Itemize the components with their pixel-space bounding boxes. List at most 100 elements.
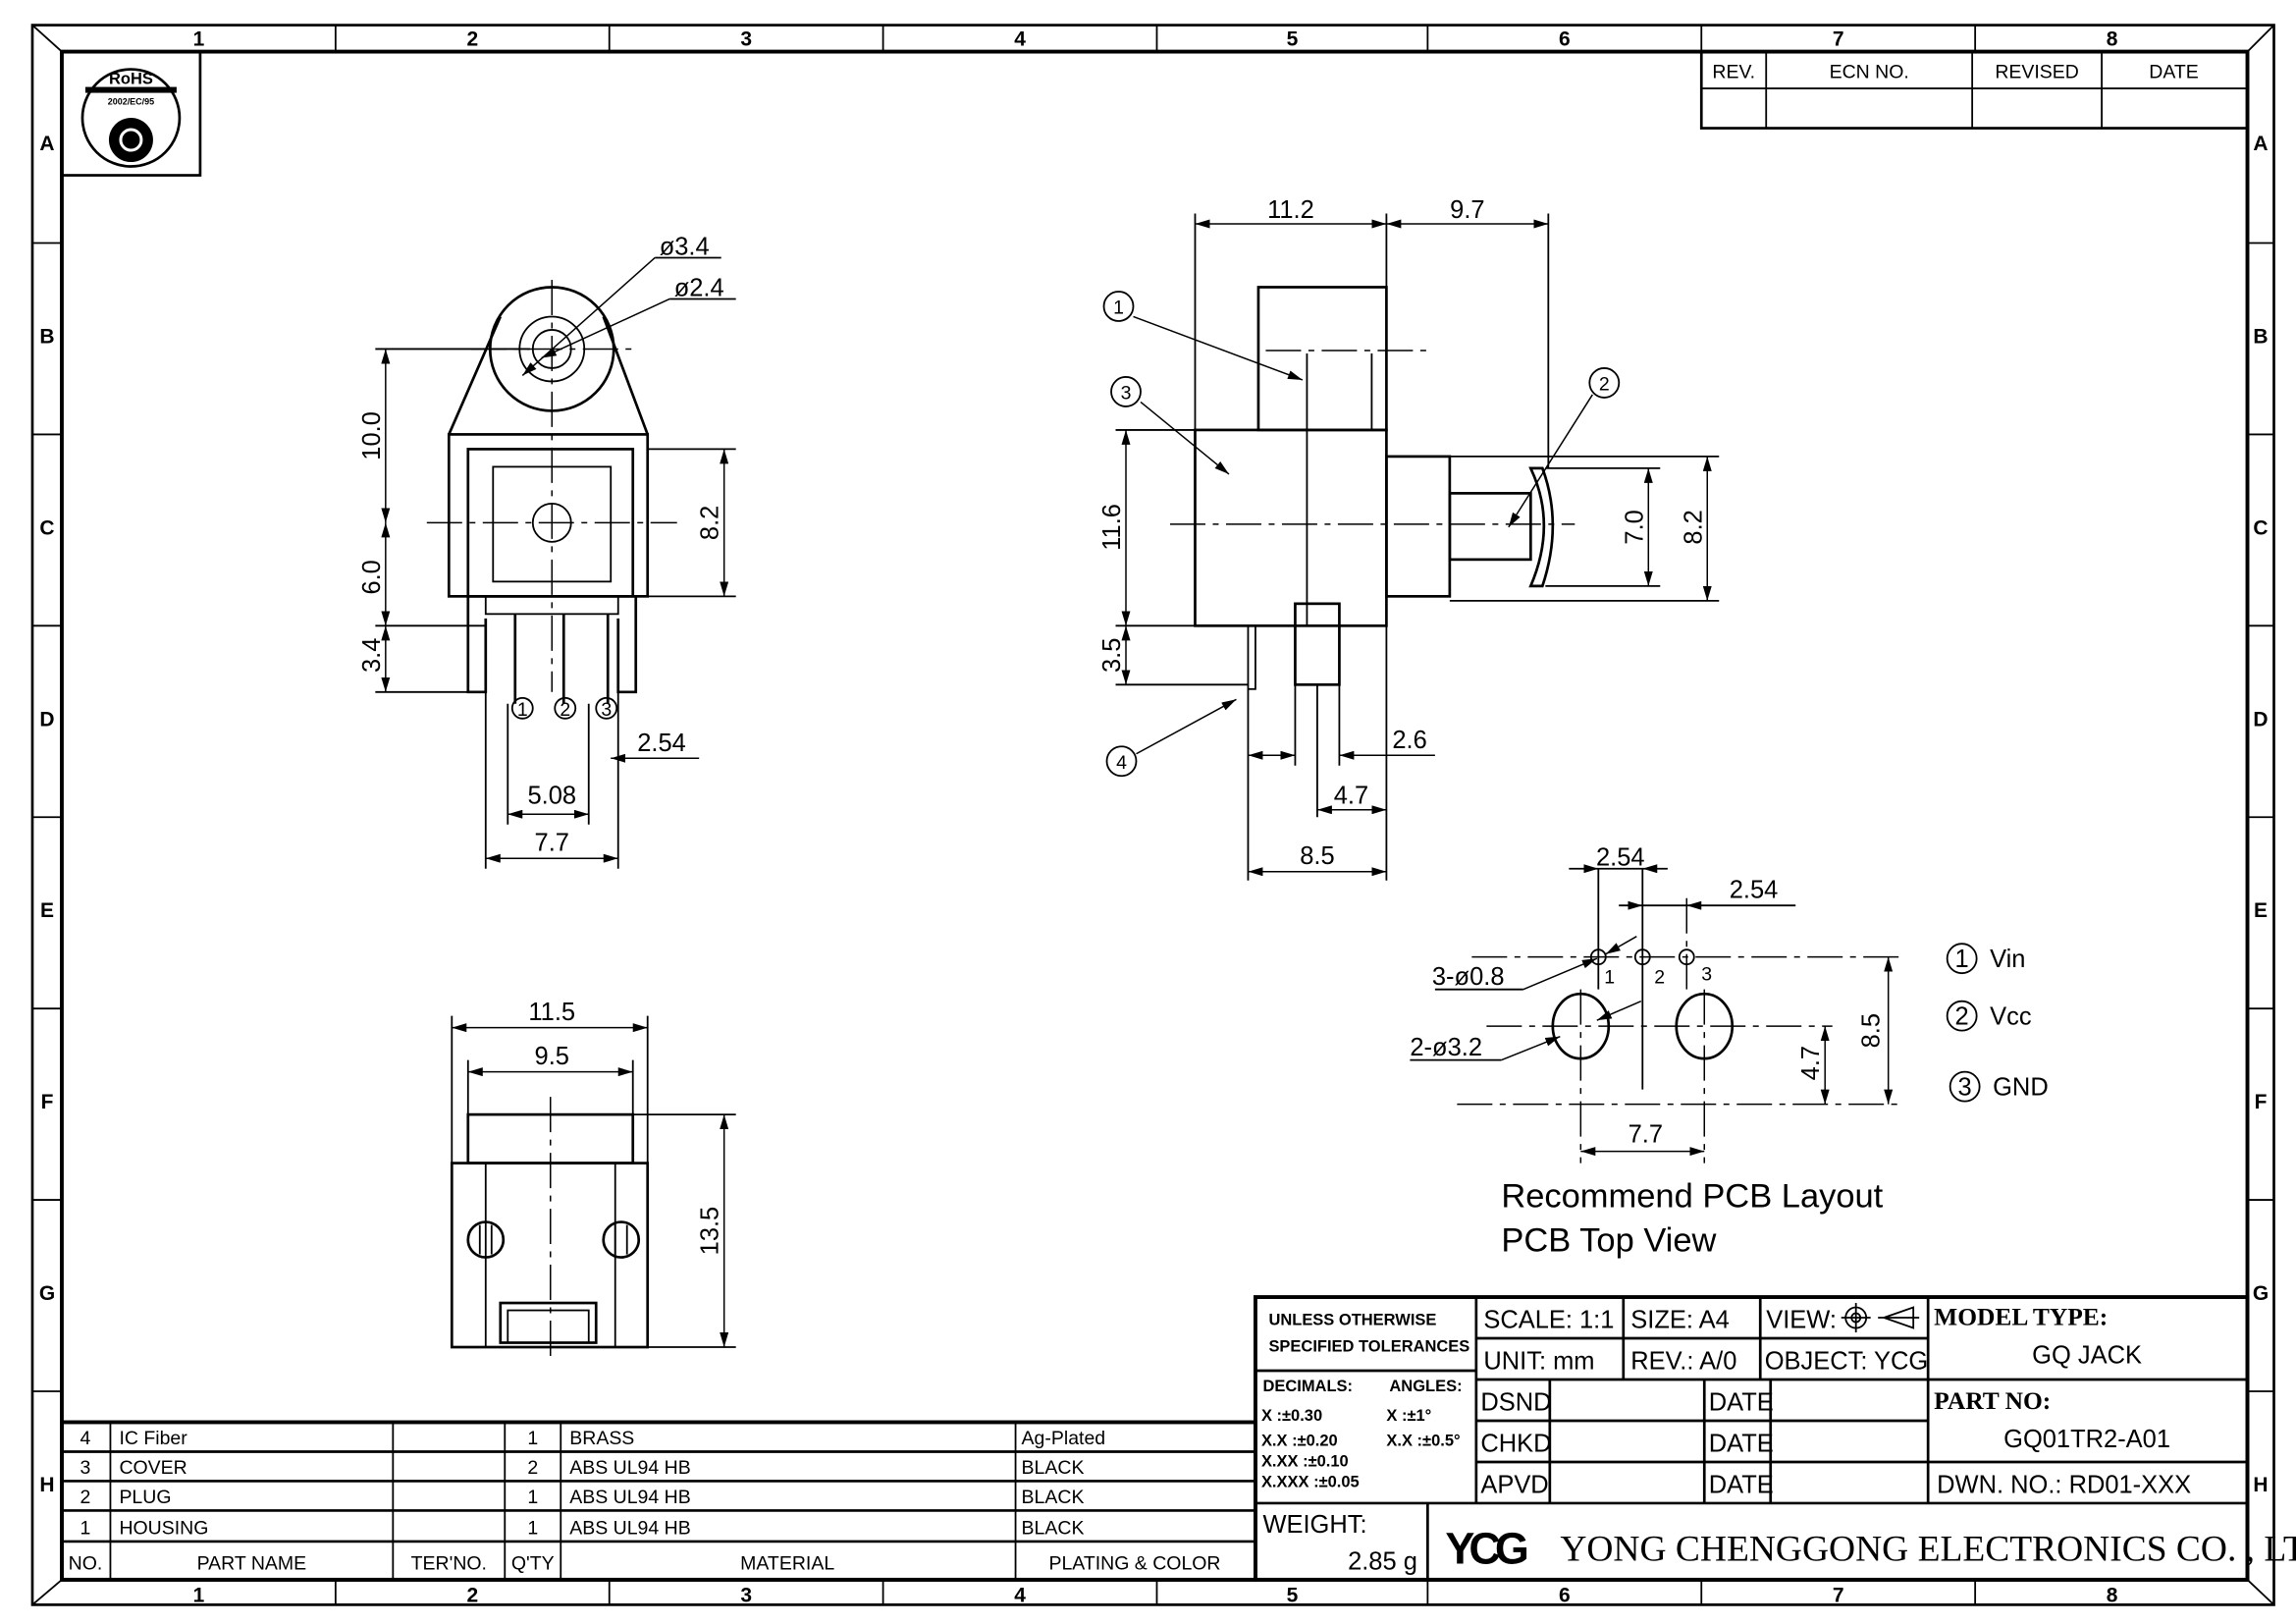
callout-label: 1 [1113,297,1124,318]
legend-name: Vcc [1990,1003,2032,1031]
dim-label: 4.7 [1797,1046,1825,1080]
parts-table: 4 IC Fiber 1 BRASS Ag-Plated 3 COVER 2 A… [60,1420,1257,1582]
dim-label: 5.08 [527,783,576,810]
part-material: ABS UL94 HB [569,1487,690,1508]
dim-label: 2.54 [1596,844,1645,872]
dim-label: 11.2 [1267,196,1314,224]
dim-label: 13.5 [697,1207,724,1256]
dim-label: 3.4 [358,638,386,673]
dim-label: 2.54 [1730,877,1779,904]
row-label: F [41,1091,54,1113]
rohs-directive: 2002/EC/95 [108,97,154,107]
row-label: E [40,899,54,922]
dim-label: 2.54 [637,730,686,757]
dim-label: 11.6 [1098,504,1126,551]
column-label: 5 [1287,28,1299,51]
pin-label: 2 [560,699,570,721]
hole-label: 2 [1654,967,1665,989]
legend-num: 1 [1955,946,1969,973]
header-ter-no: TER'NO. [411,1552,487,1574]
side-view: 1 2 3 4 11.2 9.7 11.6 3.5 7.0 8.2 2.6 4.… [1098,196,1720,881]
part-material: ABS UL94 HB [569,1457,690,1479]
dwn-no-value: DWN. NO.: RD01-XXX [1937,1471,2191,1498]
scale-value: SCALE: 1:1 [1483,1307,1614,1334]
column-label: 8 [2107,28,2118,51]
row-label: D [2253,708,2268,731]
revised-header: REVISED [1995,62,2079,83]
weight-value: 2.85 g [1348,1547,1417,1575]
dim-label: ø3.4 [660,233,710,260]
pin-label: 1 [517,699,528,721]
dim-label: 8.2 [1680,510,1707,544]
decimals-label: DECIMALS: [1262,1378,1353,1395]
dim-label: 8.5 [1858,1013,1886,1048]
row-label: F [2255,1091,2268,1113]
company-name: YONG CHENGGONG ELECTRONICS CO. , LTD. [1560,1529,2296,1569]
column-label: 6 [1559,28,1571,51]
tolerance-decimal: X :±0.30 [1261,1407,1322,1425]
tolerance-decimal: X.XXX :±0.05 [1261,1473,1360,1490]
callout-label: 3 [1121,382,1132,404]
dim-label: 2.6 [1392,727,1426,754]
column-label: 1 [193,1584,205,1606]
part-no: 4 [80,1428,91,1449]
row-label: G [39,1282,55,1305]
header-plating: PLATING & COLOR [1048,1552,1220,1574]
part-plating: BLACK [1022,1457,1085,1479]
part-name: IC Fiber [119,1428,187,1449]
date-header: DATE [2149,62,2199,83]
dim-label: ø2.4 [674,274,724,301]
row-label: D [39,708,54,731]
unit-value: UNIT: mm [1483,1348,1594,1376]
front-view: 1 2 3 ø3.4 ø2.4 10.0 6.0 3.4 8.2 2.54 5.… [358,233,736,869]
rohs-label: RoHS [109,71,153,88]
date-label: DATE [1709,1430,1774,1457]
callout-label: 2 [1599,373,1610,395]
dim-label: 10.0 [358,411,386,460]
row-label: E [2254,899,2268,922]
column-label: 3 [740,28,752,51]
part-material: ABS UL94 HB [569,1517,690,1539]
dim-label: 11.5 [528,999,575,1026]
size-value: SIZE: A4 [1630,1307,1730,1334]
legend-num: 2 [1955,1003,1969,1031]
bottom-view: 11.5 9.5 13.5 [450,999,736,1363]
row-label: G [2253,1282,2269,1305]
hole-label: 3 [1701,964,1712,986]
pcb-caption: PCB Top View [1501,1222,1716,1260]
angles-label: ANGLES: [1389,1378,1462,1395]
part-name: HOUSING [119,1517,208,1539]
weight-label: WEIGHT: [1262,1511,1366,1539]
tolerance-angle: X.X :±0.5° [1386,1432,1460,1449]
column-label: 4 [1014,1584,1026,1606]
part-no: 1 [80,1517,91,1539]
dim-label: 4.7 [1334,783,1368,810]
legend-num: 3 [1958,1074,1972,1102]
ecn-header: ECN NO. [1830,62,1909,83]
legend-name: GND [1993,1074,2049,1102]
row-label: H [2253,1474,2268,1496]
part-plating: Ag-Plated [1022,1428,1106,1449]
row-label: C [2253,516,2268,539]
dim-label: 7.7 [535,830,569,857]
callout-label: 4 [1116,752,1127,774]
row-label: H [39,1474,54,1496]
company-logo: YCG [1445,1523,1526,1573]
chkd-label: CHKD [1480,1430,1551,1457]
object-value: OBJECT: YCG [1765,1348,1929,1376]
part-no: 3 [80,1457,91,1479]
header-qty: Q'TY [511,1552,555,1574]
apvd-label: APVD [1480,1471,1548,1498]
revision-block: REV. ECN NO. REVISED DATE [1699,50,2249,130]
dim-label: 8.5 [1300,842,1334,870]
dim-label: 3-ø0.8 [1432,963,1505,991]
rohs-logo: RoHS 2002/EC/95 [60,50,202,177]
dim-label: 9.5 [535,1043,569,1070]
part-no-label: PART NO: [1934,1386,2051,1415]
part-name: PLUG [119,1487,171,1508]
column-label: 2 [466,28,478,51]
dim-label: 8.2 [697,506,724,540]
tolerance-title: SPECIFIED TOLERANCES [1268,1338,1469,1356]
